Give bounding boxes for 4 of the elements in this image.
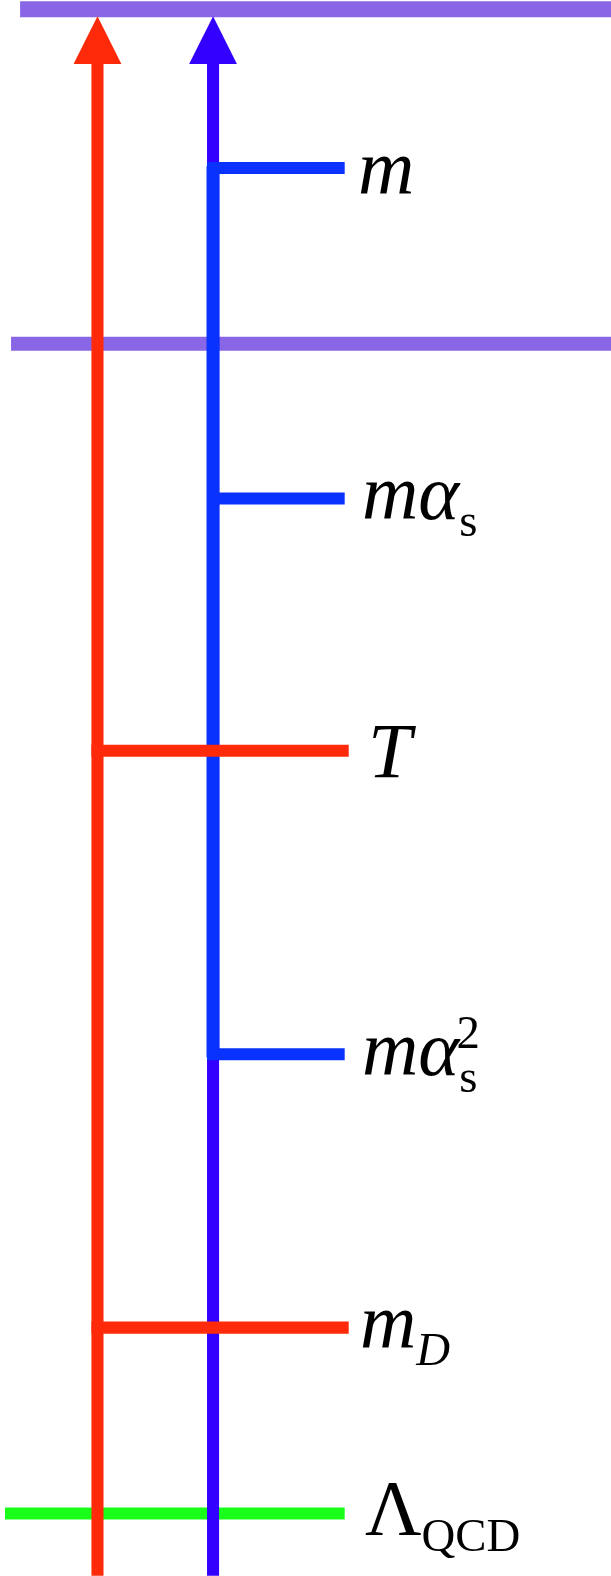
scale-label: m (358, 128, 415, 207)
scale-label: Λ$_{QCD}$ (365, 1468, 521, 1559)
scale-label: mα$_{s}$ (362, 453, 478, 544)
scale-label: m$_{D}$ (360, 1282, 451, 1373)
